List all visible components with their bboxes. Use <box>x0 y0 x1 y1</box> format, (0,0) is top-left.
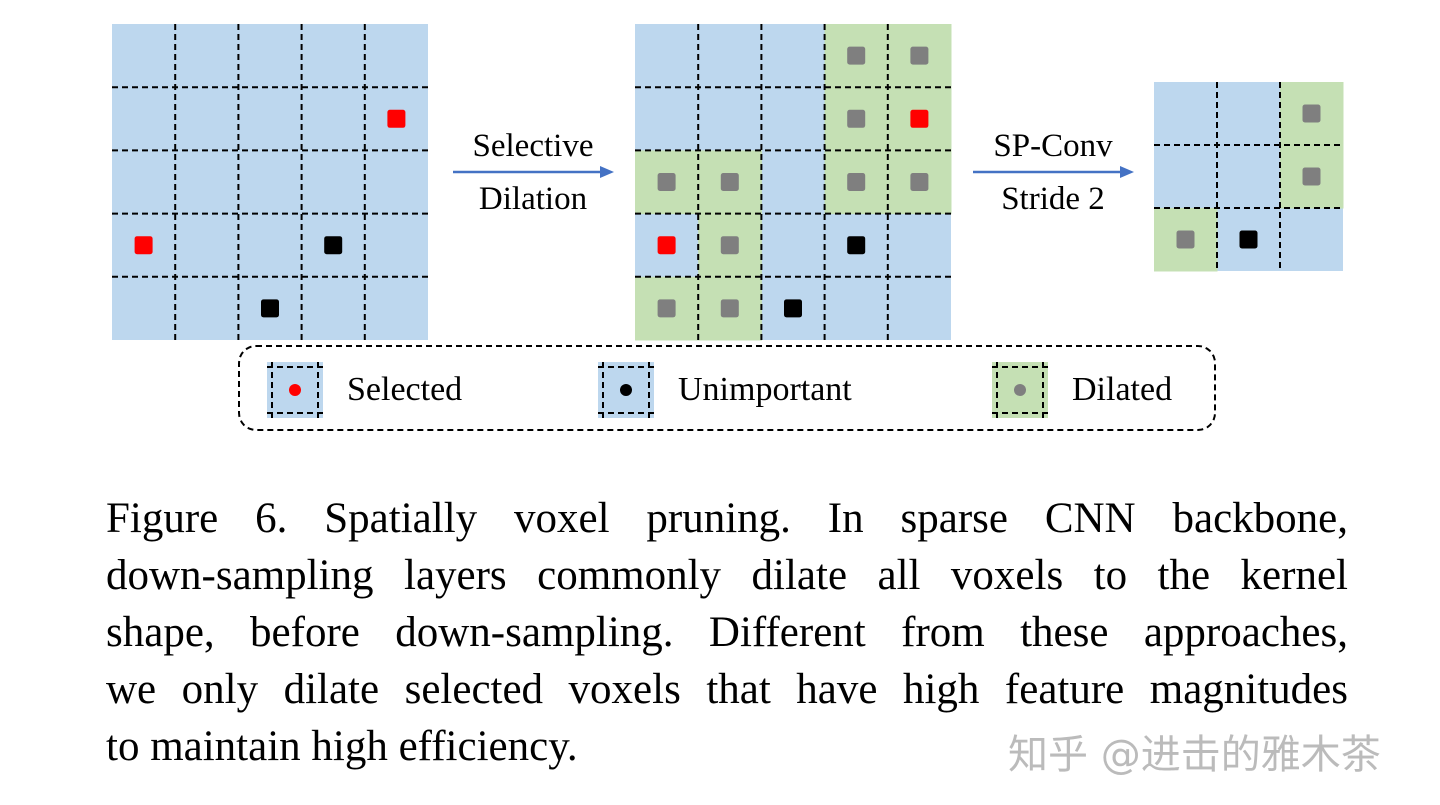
dilated-voxel <box>720 236 739 255</box>
dilated-voxel <box>910 173 929 191</box>
legend-swatch-selected <box>267 362 323 418</box>
selected-voxel <box>387 109 406 128</box>
watermark: 知乎 @进击的雅木茶 <box>1008 732 1381 778</box>
dilated-voxel <box>1176 230 1195 249</box>
arrow-label-dilation: Dilation <box>478 181 588 217</box>
unimportant-voxel <box>261 299 279 318</box>
dilated-dot-icon <box>1014 384 1026 396</box>
legend-swatch-unimportant <box>598 362 654 418</box>
selected-voxel <box>134 236 153 255</box>
dilated-voxel <box>847 173 866 191</box>
legend-item-unimportant: Unimportant <box>598 362 852 418</box>
legend-label-selected: Selected <box>347 371 463 408</box>
legend: Selected Unimportant Dilated <box>238 345 1216 431</box>
dilated-voxel <box>720 299 739 318</box>
grid-background <box>112 24 428 340</box>
unimportant-dot-icon <box>620 384 632 396</box>
caption-line: shape, before down-sampling. Different f… <box>106 609 1348 656</box>
caption-line: to maintain high efficiency. <box>106 723 578 770</box>
selected-voxel <box>657 236 676 255</box>
legend-label-unimportant: Unimportant <box>678 371 852 408</box>
caption-line: down-sampling layers commonly dilate all… <box>106 552 1348 599</box>
dilated-voxel <box>847 46 866 65</box>
unimportant-voxel <box>1239 230 1258 249</box>
legend-swatch-dilated <box>992 362 1048 418</box>
caption-line: Figure 6. Spatially voxel pruning. In sp… <box>106 495 1348 542</box>
unimportant-voxel <box>847 236 866 255</box>
dilated-voxel <box>1302 104 1321 123</box>
input-grid <box>112 24 428 340</box>
selected-voxel <box>910 109 929 128</box>
dilated-voxel <box>657 173 676 191</box>
arrow-label-sp-conv: SP-Conv <box>993 128 1113 164</box>
figure-caption: Figure 6. Spatially voxel pruning. In sp… <box>106 490 1348 775</box>
dilated-grid <box>635 24 952 341</box>
dilated-voxel <box>1302 167 1321 186</box>
arrow-selective-dilation <box>453 166 614 178</box>
dilated-voxel <box>720 173 739 191</box>
legend-label-dilated: Dilated <box>1072 371 1173 408</box>
caption-line: we only dilate selected voxels that have… <box>106 666 1348 713</box>
legend-item-dilated: Dilated <box>992 362 1172 418</box>
dilated-voxel <box>847 109 866 128</box>
unimportant-voxel <box>324 236 343 255</box>
legend-item-selected: Selected <box>267 362 462 418</box>
arrow-sp-conv <box>973 166 1134 178</box>
arrow-label-stride: Stride 2 <box>1001 181 1105 217</box>
arrow-label-selective: Selective <box>472 128 594 164</box>
output-grid <box>1154 82 1344 272</box>
dilated-voxel <box>657 299 676 318</box>
selected-dot-icon <box>289 384 301 396</box>
dilated-voxel <box>910 46 929 65</box>
unimportant-voxel <box>784 299 802 318</box>
